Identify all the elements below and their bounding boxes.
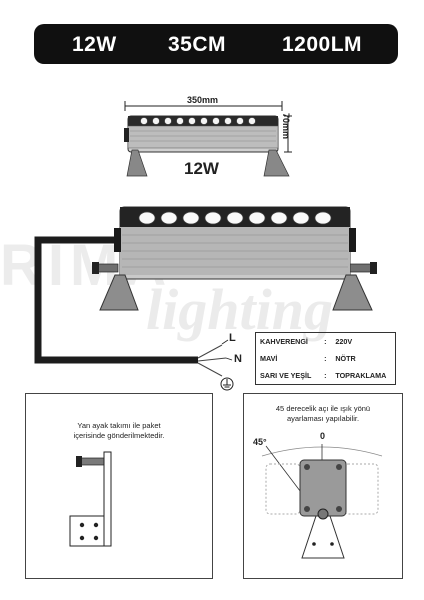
wiring-row: SARI VE YEŞİL : TOPRAKLAMA <box>256 367 396 385</box>
wiring-row: KAHVERENGİ : 220V <box>256 333 396 351</box>
ground-icon <box>220 377 234 391</box>
left-bracket-bolt <box>92 262 119 274</box>
width-dimension-line <box>124 101 283 111</box>
angle-caption-line1: 45 derecelik açı ile ışık yönü <box>275 404 371 413</box>
right-bracket-bolt <box>349 262 377 274</box>
watermark-tagline: lighting <box>146 277 333 342</box>
fixture-power-label: 12W <box>184 159 219 178</box>
tilt-diagram <box>261 444 383 559</box>
wire-color: KAHVERENGİ <box>260 337 308 346</box>
live-wire-label: L <box>229 332 236 344</box>
spec-lumen: 1200LM <box>282 33 363 56</box>
angle-info-panel: 45 derecelik açı ile ışık yönü ayarlamas… <box>243 393 403 579</box>
wire-color: SARI VE YEŞİL <box>260 371 312 380</box>
bracket-caption-line2: içerisinde gönderilmektedir. <box>73 431 165 440</box>
small-fixture-icon <box>124 115 290 177</box>
led-lenses <box>138 211 332 225</box>
width-label: 350mm <box>187 95 219 105</box>
wire-sep: : <box>324 371 327 380</box>
wire-color: MAVİ <box>260 354 278 363</box>
side-bracket-icon <box>69 451 112 547</box>
spec-banner: 12W 35CM 1200LM <box>34 24 398 64</box>
left-leg <box>99 274 139 311</box>
angle-caption: 45 derecelik açı ile ışık yönü ayarlamas… <box>244 404 402 424</box>
bracket-caption: Yan ayak takımı ile paket içerisinde gön… <box>26 421 212 441</box>
angle-0-label: 0 <box>320 431 326 441</box>
wire-function: 220V <box>335 337 353 346</box>
wiring-table: KAHVERENGİ : 220V MAVİ : NÖTR SARI VE YE… <box>255 332 396 385</box>
spec-length: 35CM <box>168 33 227 56</box>
neutral-wire-label: N <box>234 353 242 365</box>
wire-function: TOPRAKLAMA <box>335 371 387 380</box>
wiring-row: MAVİ : NÖTR <box>256 350 396 367</box>
wire-ends <box>197 344 227 377</box>
spec-power: 12W <box>72 33 117 56</box>
wire-sep: : <box>324 337 327 346</box>
angle-caption-line2: ayarlaması yapılabilir. <box>286 414 360 423</box>
bracket-caption-line1: Yan ayak takımı ile paket <box>77 421 161 430</box>
wire-sep: : <box>324 354 327 363</box>
angle-45-label: 45° <box>253 437 267 447</box>
bracket-info-panel: Yan ayak takımı ile paket içerisinde gön… <box>25 393 213 579</box>
height-dimension-line <box>284 115 292 153</box>
led-bar-body <box>114 206 356 280</box>
power-cable <box>34 236 198 364</box>
right-leg <box>332 274 373 311</box>
wire-function: NÖTR <box>335 354 356 363</box>
